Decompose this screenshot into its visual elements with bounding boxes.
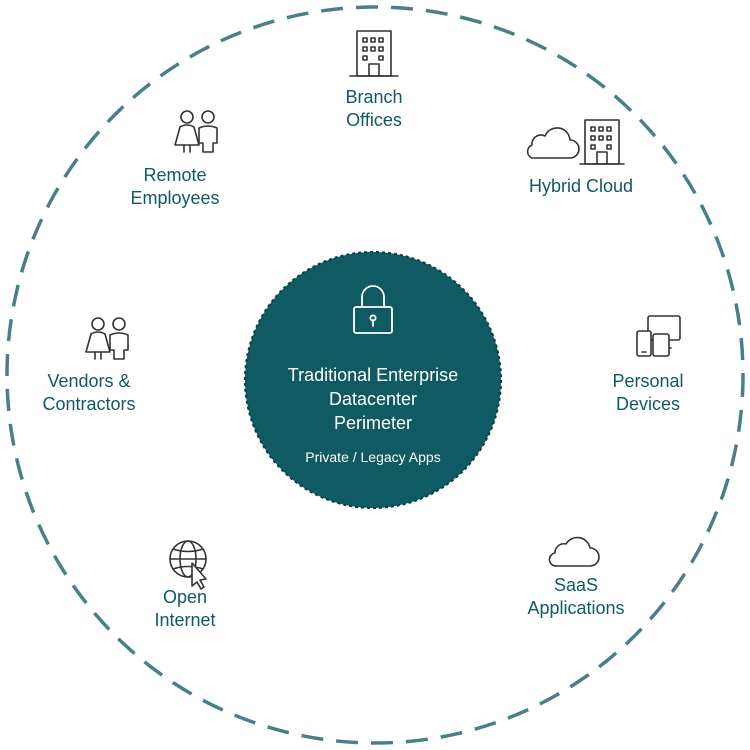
outer-dashed-ring [5, 5, 745, 745]
building-icon [579, 119, 625, 165]
node-label: Employees [130, 188, 220, 208]
node-vendors-contractors: Vendors & Contractors [24, 370, 154, 416]
lock-icon [353, 285, 393, 334]
center-perimeter-circle [244, 251, 502, 509]
node-hybrid-cloud: Hybrid Cloud [506, 175, 656, 198]
people-icon [85, 317, 129, 360]
node-saas-applications: SaaS Applications [506, 574, 646, 620]
node-open-internet: Open Internet [130, 586, 240, 632]
center-subtitle: Private / Legacy Apps [305, 449, 441, 465]
node-label: Offices [346, 110, 402, 130]
cloud-icon [526, 127, 580, 159]
node-label: Personal [612, 371, 684, 391]
node-label: Applications [527, 598, 625, 618]
node-label: Hybrid Cloud [528, 176, 634, 196]
node-label: Devices [615, 394, 681, 414]
building-icon [349, 30, 399, 77]
center-title-line: Perimeter [333, 413, 413, 433]
center-title-line: Datacenter [328, 389, 418, 409]
node-remote-employees: Remote Employees [110, 164, 240, 210]
cloud-icon [548, 536, 600, 567]
node-label: Remote [143, 165, 207, 185]
center-title-line: Traditional Enterprise [287, 365, 459, 385]
people-icon [174, 110, 218, 153]
node-label: Internet [154, 610, 216, 630]
devices-icon [636, 315, 681, 357]
node-label: Contractors [42, 394, 136, 414]
node-personal-devices: Personal Devices [588, 370, 708, 416]
node-label: Branch [345, 87, 403, 107]
node-label: Vendors & [47, 371, 131, 391]
node-label: SaaS [553, 575, 599, 595]
center-title: Traditional Enterprise Datacenter Perime… [243, 363, 503, 435]
node-label: Open [162, 587, 208, 607]
globe-cursor-icon [169, 540, 207, 590]
node-branch-offices: Branch Offices [314, 86, 434, 132]
